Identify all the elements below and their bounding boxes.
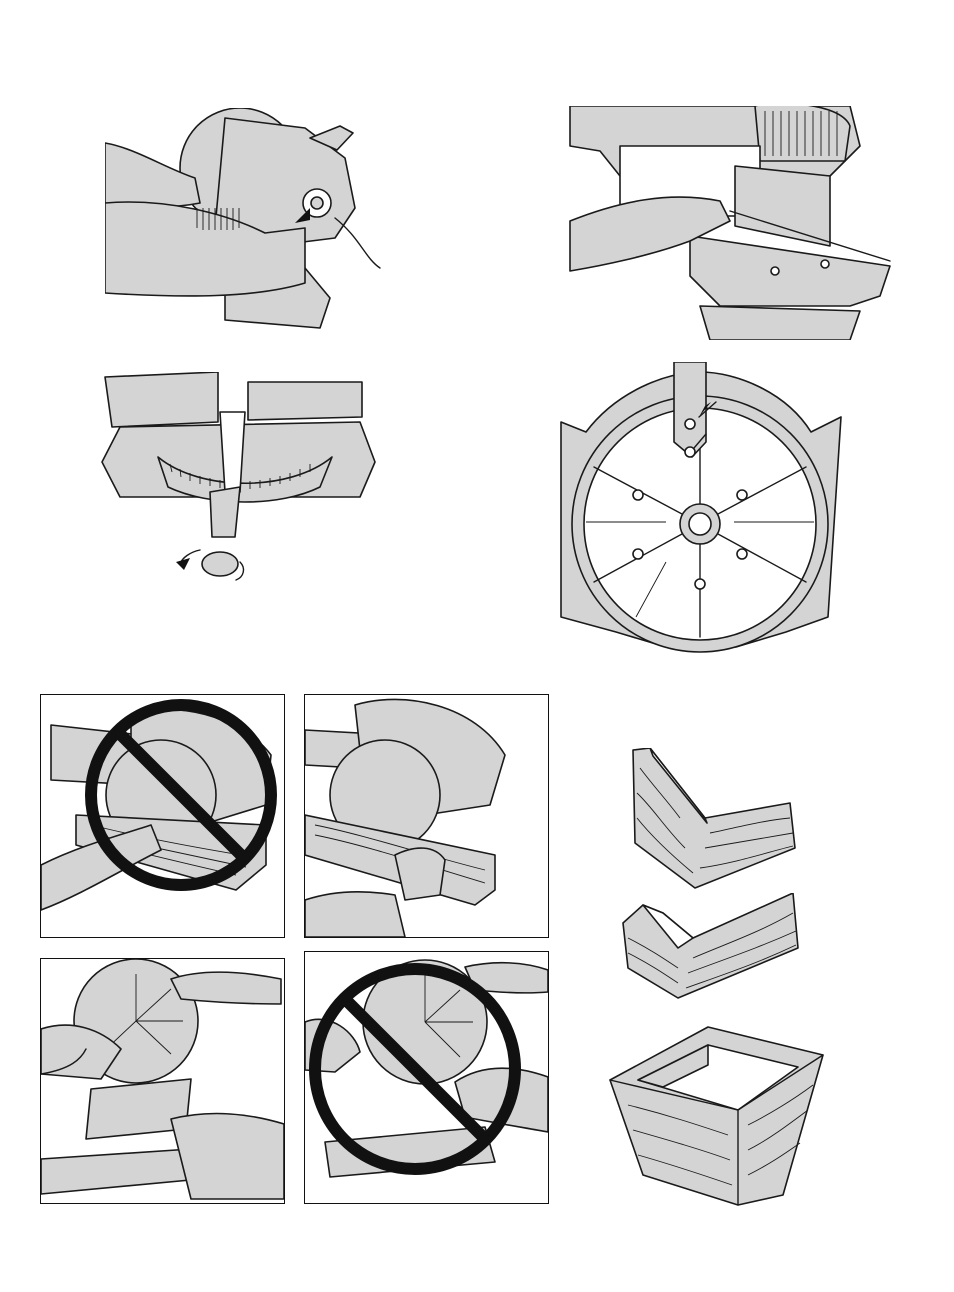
figure-correct-hand-position xyxy=(304,694,549,938)
figure-incorrect-front-cut xyxy=(304,951,549,1204)
figure-hand-fence-square xyxy=(560,106,900,340)
figure-hands-releasing-lock xyxy=(105,108,385,334)
figure-picture-frame-joint xyxy=(625,748,800,890)
figure-shadow-box-joint xyxy=(618,893,800,999)
figure-blade-guard-screws xyxy=(556,362,844,662)
figure-correct-front-cut xyxy=(40,958,285,1204)
figure-incorrect-hand-position xyxy=(40,694,285,938)
figure-box-joint xyxy=(608,1025,828,1207)
figure-miter-table-knob xyxy=(100,372,382,582)
